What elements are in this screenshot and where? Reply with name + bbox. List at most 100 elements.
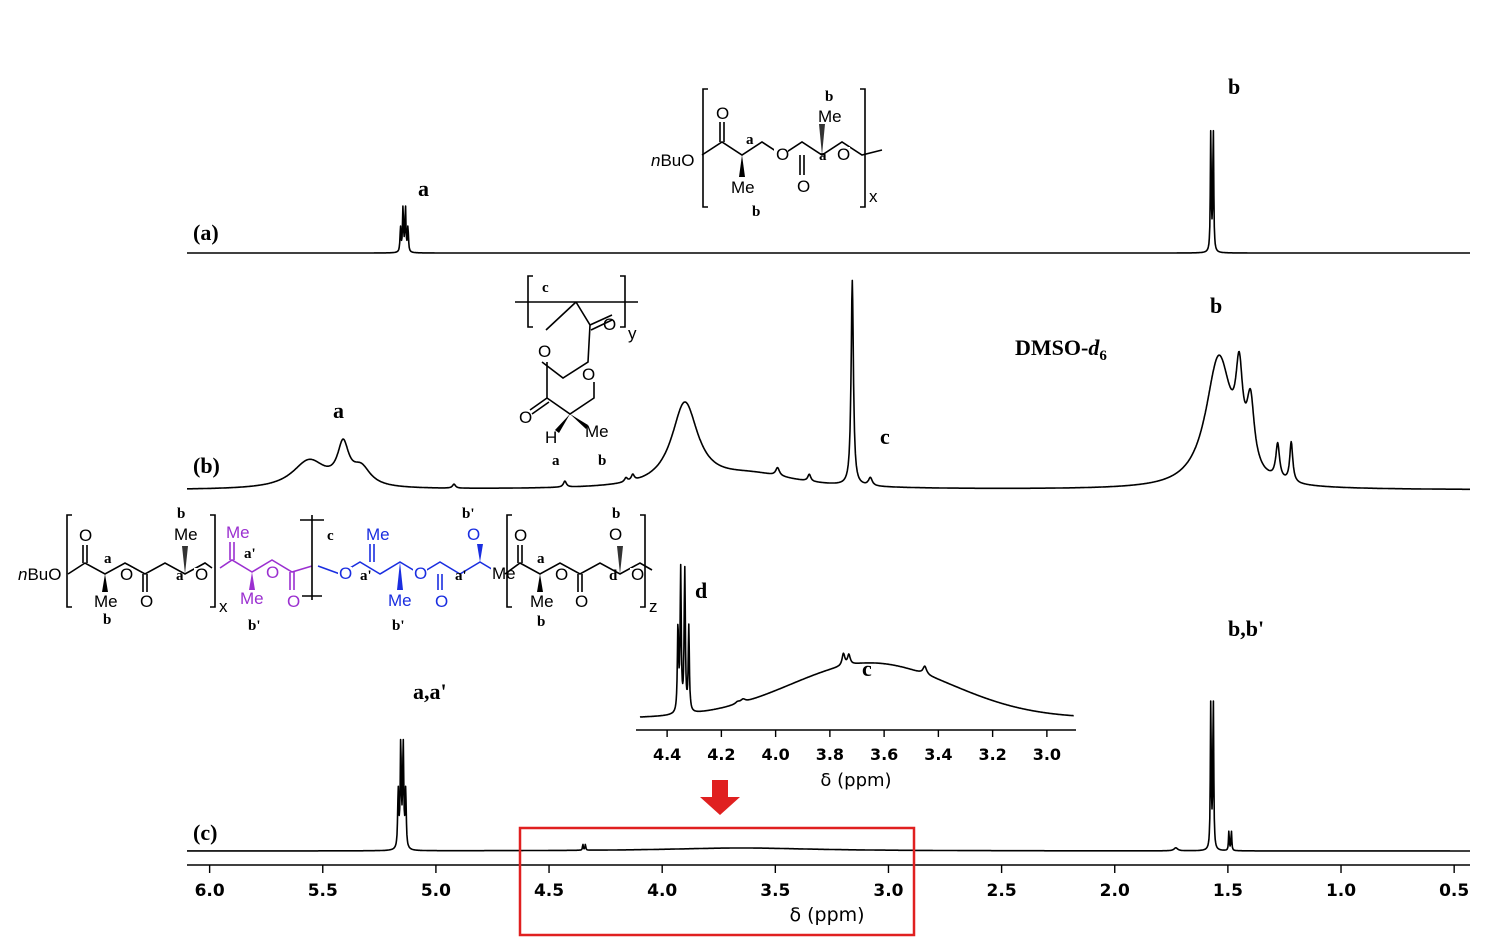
svg-text:O: O <box>339 564 352 583</box>
svg-text:Me: Me <box>366 525 390 544</box>
svg-text:a: a <box>537 551 545 567</box>
structure-b-subscript: y <box>628 324 637 343</box>
svg-text:O: O <box>776 145 789 164</box>
peak-label-dmso: DMSO-d6 <box>1015 335 1107 364</box>
inset-trace <box>639 563 1075 718</box>
svg-text:a': a' <box>244 546 256 562</box>
svg-text:O: O <box>609 525 622 544</box>
structure-a-bracket-left <box>702 88 708 208</box>
peak-label-b-spec-b: b <box>1210 293 1222 318</box>
inset-peak-label-c: c <box>862 656 872 681</box>
spectrum-b-label: (b) <box>193 453 220 478</box>
inset-peak-label-d: d <box>695 578 707 603</box>
svg-text:a: a <box>104 551 112 567</box>
svg-text:O: O <box>575 592 588 611</box>
svg-text:Me: Me <box>731 178 755 197</box>
svg-text:b: b <box>177 506 185 522</box>
svg-text:O: O <box>287 592 300 611</box>
x-tick-label: 1.0 <box>1326 881 1356 901</box>
svg-text:Me: Me <box>226 523 250 542</box>
peak-label-aa-spec-c: a,a' <box>413 679 447 704</box>
inset-x-tick-label: 3.4 <box>924 745 952 764</box>
inset-x-axis-title: δ (ppm) <box>820 770 891 791</box>
structure-c: nBuO x O a Me b O O Me b a O Me a' Me b'… <box>18 506 658 634</box>
x-tick-label: 4.5 <box>534 881 564 901</box>
zoom-arrow-icon <box>700 780 740 815</box>
structure-b: c y O O O O H Me a b <box>515 275 638 469</box>
svg-text:O: O <box>582 365 595 384</box>
structure-a-backbone <box>701 141 883 156</box>
svg-text:b: b <box>537 614 545 630</box>
svg-text:a: a <box>176 568 184 584</box>
inset-x-tick-label: 3.0 <box>1033 745 1061 764</box>
svg-text:O: O <box>797 177 810 196</box>
peak-label-c-spec-b: c <box>880 424 890 449</box>
svg-text:Me: Me <box>388 591 412 610</box>
x-tick-label: 1.5 <box>1213 881 1243 901</box>
spectrum-c-label: (c) <box>193 820 217 845</box>
svg-text:Me: Me <box>240 589 264 608</box>
svg-text:b': b' <box>392 618 405 634</box>
svg-text:O: O <box>435 592 448 611</box>
svg-text:H: H <box>545 428 557 447</box>
svg-text:a: a <box>819 148 827 164</box>
svg-text:O: O <box>555 565 568 584</box>
structure-a: nBuO x O Me b a O O Me b a O <box>651 88 883 220</box>
structure-a-end-group: nBuO <box>651 151 695 170</box>
svg-text:O: O <box>414 564 427 583</box>
svg-text:z: z <box>649 597 658 616</box>
structure-c-end-group: nBuO <box>18 565 62 584</box>
svg-text:Me: Me <box>492 564 516 583</box>
svg-text:O: O <box>538 342 551 361</box>
svg-text:c: c <box>327 528 334 544</box>
svg-text:O: O <box>120 565 133 584</box>
svg-text:O: O <box>195 565 208 584</box>
svg-text:b: b <box>103 612 111 628</box>
peak-label-a-spec-a: a <box>418 176 429 201</box>
svg-text:c: c <box>542 280 549 296</box>
svg-text:O: O <box>716 104 729 123</box>
x-tick-label: 2.0 <box>1100 881 1130 901</box>
inset-x-tick-label: 4.2 <box>707 745 735 764</box>
svg-text:b': b' <box>248 618 261 634</box>
x-tick-label: 5.0 <box>421 881 451 901</box>
x-tick-label: 5.5 <box>308 881 338 901</box>
inset-x-tick-label: 3.6 <box>870 745 898 764</box>
inset-x-tick-label: 4.0 <box>761 745 789 764</box>
svg-text:b: b <box>598 453 606 469</box>
svg-text:Me: Me <box>585 422 609 441</box>
inset-x-tick-label: 3.8 <box>816 745 844 764</box>
peak-label-a-spec-b: a <box>333 398 344 423</box>
svg-text:b: b <box>752 204 760 220</box>
svg-text:O: O <box>631 565 644 584</box>
svg-text:O: O <box>140 592 153 611</box>
svg-text:O: O <box>266 563 279 582</box>
peak-label-b-spec-a: b <box>1228 74 1240 99</box>
svg-text:O: O <box>519 408 532 427</box>
svg-text:x: x <box>219 597 228 616</box>
svg-text:b': b' <box>462 506 475 522</box>
svg-text:b: b <box>612 506 620 522</box>
spectrum-a-label: (a) <box>193 220 219 245</box>
svg-text:a': a' <box>455 568 467 584</box>
svg-text:O: O <box>514 526 527 545</box>
svg-text:O: O <box>837 145 850 164</box>
inset-x-tick-label: 4.4 <box>653 745 681 764</box>
spectrum-a-trace <box>186 129 1471 254</box>
svg-text:O: O <box>467 525 480 544</box>
svg-text:a: a <box>552 453 560 469</box>
svg-text:a: a <box>746 132 754 148</box>
spectrum-c-trace <box>186 700 1471 852</box>
x-tick-label: 3.0 <box>873 881 903 901</box>
svg-text:b: b <box>825 89 833 105</box>
x-axis-title: δ (ppm) <box>789 904 864 926</box>
x-tick-label: 6.0 <box>195 881 225 901</box>
svg-text:Me: Me <box>818 107 842 126</box>
svg-text:O: O <box>603 315 616 334</box>
spectrum-b-trace <box>186 279 1471 491</box>
highlight-box <box>518 826 916 937</box>
svg-text:Me: Me <box>530 592 554 611</box>
